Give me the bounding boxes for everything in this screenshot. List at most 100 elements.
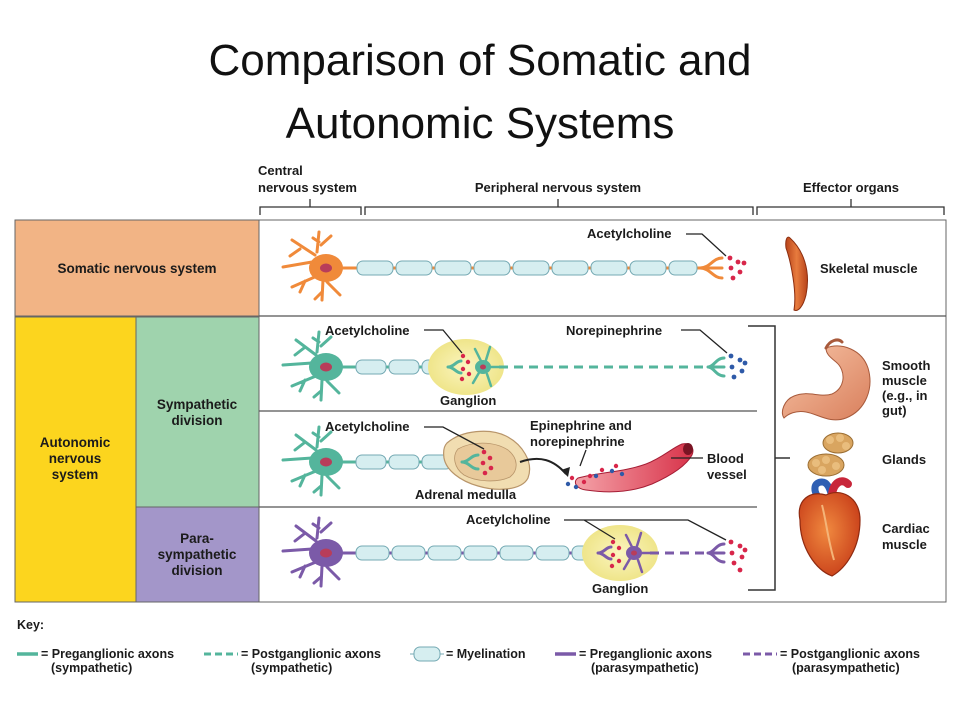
somatic-acetylcholine-leader	[686, 233, 727, 257]
legend-sympathetic-postganglionic-line-2: (sympathetic)	[251, 661, 332, 675]
parasympathetic-pathway: Acetylcholine Ganglion	[281, 512, 748, 596]
epinephrine-label-line-1: Epinephrine and	[530, 418, 632, 433]
column-headers: Central nervous system Peripheral nervou…	[258, 163, 945, 215]
sympathetic-ganglion-ach-dots	[459, 353, 472, 382]
adrenal-medulla-core	[454, 442, 517, 482]
parasympathetic-postganglionic-terminal	[706, 542, 726, 564]
sympathetic-preganglionic-terminal	[446, 359, 463, 375]
adrenal-acetylcholine-label: Acetylcholine	[325, 419, 410, 434]
legend-parasympathetic-postganglionic-line-1: = Postganglionic axons	[780, 647, 920, 661]
effectors-brace	[756, 199, 945, 215]
blood-vessel-icon	[574, 443, 694, 493]
norepinephrine-dots	[728, 353, 748, 380]
legend-parasympathetic-postganglionic-line-2: (parasympathetic)	[792, 661, 900, 675]
sympathetic-ganglion-nucleus	[480, 364, 486, 370]
sympathetic-postganglionic-terminal	[706, 356, 726, 378]
legend-parasympathetic-preganglionic-line-1: = Preganglionic axons	[579, 647, 712, 661]
sympathetic-nucleus	[320, 362, 332, 372]
glands-icon	[807, 432, 854, 477]
sympathetic-neuron-dendrites	[281, 330, 341, 402]
adrenal-ach-dots	[480, 449, 494, 476]
adrenal-axon-terminal	[460, 453, 480, 471]
somatic-axon-terminal	[698, 256, 724, 280]
skeletal-muscle-icon	[785, 236, 808, 311]
legend: Key: = Preganglionic axons (sympathetic)…	[17, 618, 920, 675]
sympathetic-label-line-2: division	[171, 413, 222, 428]
parasympathetic-nucleus	[320, 548, 332, 558]
legend-swatch-myelination	[410, 646, 444, 662]
cardiac-muscle-label-line-1: Cardiac	[882, 521, 930, 536]
legend-myelination: = Myelination	[446, 647, 526, 661]
parasympathetic-label-line-3: division	[171, 563, 222, 578]
parasympathetic-acetylcholine-dots	[728, 539, 748, 573]
parasympathetic-postganglionic-dendrites	[622, 531, 652, 574]
cns-brace	[259, 199, 362, 215]
legend-sympathetic-postganglionic-line-1: = Postganglionic axons	[241, 647, 381, 661]
epinephrine-dots-blue	[565, 468, 625, 490]
smooth-muscle-label-line-1: Smooth	[882, 358, 930, 373]
autonomic-effectors: Smooth muscle (e.g., in gut) Glands Card…	[781, 338, 930, 577]
legend-sympathetic-preganglionic-line-2: (sympathetic)	[51, 661, 132, 675]
legend-title: Key:	[17, 618, 44, 632]
autonomic-block	[14, 316, 137, 603]
autonomic-label-line-1: Autonomic	[40, 435, 111, 450]
esophagus-icon	[824, 338, 844, 350]
autonomic-label-line-2: nervous	[49, 451, 102, 466]
sympathetic-postganglionic-dendrites	[471, 345, 501, 388]
parasympathetic-label-line-2: sympathetic	[158, 547, 237, 562]
epinephrine-label-line-2: norepinephrine	[530, 434, 625, 449]
hormone-arrowhead	[561, 467, 570, 477]
autonomic-label-line-3: system	[52, 467, 99, 482]
norepinephrine-label: Norepinephrine	[566, 323, 662, 338]
smooth-muscle-label-line-2: muscle	[882, 373, 927, 388]
slide-title-line-1: Comparison of Somatic and	[209, 36, 752, 85]
adrenal-pathway: Acetylcholine Epinephrine and norepineph…	[281, 418, 747, 502]
blood-vessel-label-line-2: vessel	[707, 467, 747, 482]
pns-header: Peripheral nervous system	[475, 180, 641, 195]
norepinephrine-leader	[681, 329, 728, 354]
sympathetic-acetylcholine-label: Acetylcholine	[325, 323, 410, 338]
effectors-header: Effector organs	[803, 180, 899, 195]
adrenal-neuron-nucleus	[320, 457, 332, 467]
adrenal-neuron-dendrites	[281, 425, 341, 497]
somatic-label: Somatic nervous system	[57, 261, 216, 276]
sympathetic-acetylcholine-leader	[424, 329, 463, 354]
pns-brace	[364, 199, 754, 215]
parasympathetic-label-line-1: Para-	[180, 531, 214, 546]
somatic-pathway: Acetylcholine Skeletal muscle	[281, 226, 918, 311]
adrenal-myelin	[355, 454, 453, 470]
cns-header-line-1: Central	[258, 163, 303, 178]
sympathetic-ganglion-label: Ganglion	[440, 393, 496, 408]
smooth-muscle-label-line-3: (e.g., in	[882, 388, 928, 403]
cardiac-muscle-label-line-2: muscle	[882, 537, 927, 552]
somatic-block	[14, 219, 260, 317]
somatic-acetylcholine-label: Acetylcholine	[587, 226, 672, 241]
row-blocks: Somatic nervous system Autonomic nervous…	[14, 219, 260, 603]
blood-vessel-label-line-1: Blood	[707, 451, 744, 466]
sympathetic-pathway: Acetylcholine Norepinephrine Ganglion	[281, 323, 748, 408]
slide-title-line-2: Autonomic Systems	[286, 99, 675, 148]
parasympathetic-ganglion-ach-dots	[609, 539, 622, 569]
blood-vessel-lumen	[683, 443, 693, 455]
stomach-icon	[781, 345, 871, 421]
parasympathetic-acetylcholine-label: Acetylcholine	[466, 512, 551, 527]
epinephrine-dots-red	[569, 463, 619, 485]
sympathetic-ganglion	[428, 339, 504, 395]
parasympathetic-acetylcholine-leader	[564, 519, 727, 541]
glands-label: Glands	[882, 452, 926, 467]
sympathetic-label-line-1: Sympathetic	[157, 397, 238, 412]
cns-header-line-2: nervous system	[258, 180, 357, 195]
parasympathetic-block	[135, 506, 260, 603]
legend-sympathetic-preganglionic-line-1: = Preganglionic axons	[41, 647, 174, 661]
skeletal-muscle-label: Skeletal muscle	[820, 261, 918, 276]
parasympathetic-ganglion-label: Ganglion	[592, 581, 648, 596]
parasympathetic-ganglion-nucleus	[631, 550, 637, 556]
adrenal-acetylcholine-leader	[424, 426, 485, 450]
epinephrine-leader	[579, 449, 587, 467]
heart-icon	[798, 477, 861, 577]
somatic-nucleus	[320, 263, 332, 273]
legend-parasympathetic-preganglionic-line-2: (parasympathetic)	[591, 661, 699, 675]
smooth-muscle-label-line-4: gut)	[882, 403, 907, 418]
